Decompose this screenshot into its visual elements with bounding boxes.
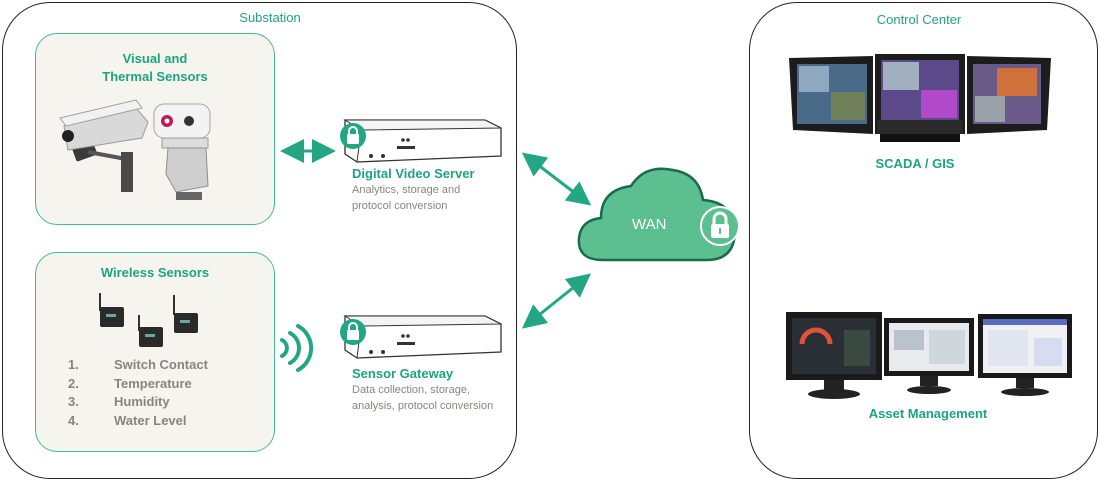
list-item: 1.Switch Contact: [68, 357, 208, 372]
scada-gis-label: SCADA / GIS: [875, 156, 955, 171]
lock-icon: [340, 319, 366, 345]
wireless-signal-icon: [280, 324, 314, 372]
sensor-gateway-description: Data collection, storage, analysis, prot…: [352, 384, 494, 412]
sensor-gateway-device: [343, 315, 502, 359]
list-item: 2.Temperature: [68, 375, 192, 391]
wireless-sensors-title: Wireless Sensors: [100, 265, 210, 280]
wireless-sensor-device-icon: [173, 295, 198, 333]
asset-management-monitors-icon: [786, 312, 1072, 399]
wireless-sensor-devices-illustration: [99, 293, 198, 347]
lock-icon: [340, 123, 366, 149]
wireless-sensor-list: 1.Switch Contact 2.Temperature 3.Humidit…: [68, 357, 208, 431]
visual-thermal-sensors-card: Visual and Thermal Sensors: [35, 33, 275, 225]
wireless-sensors-card: Wireless Sensors 1.Switch Contact 2.Temp…: [35, 252, 275, 452]
visual-thermal-title-line1: Visual and: [122, 51, 188, 66]
list-item: 4.Water Level: [68, 412, 187, 428]
control-center-title: Control Center: [876, 12, 962, 27]
scada-monitors-icon: [789, 54, 1051, 142]
wireless-sensor-device-icon: [138, 315, 163, 347]
list-item: 3.Humidity: [68, 394, 170, 409]
ptz-thermal-camera-icon: [153, 103, 211, 200]
sensor-gateway-title: Sensor Gateway: [352, 366, 454, 381]
substation-title: Substation: [239, 10, 301, 25]
visual-thermal-sensors-title: Visual and Thermal Sensors: [36, 50, 274, 86]
arrow-gateway-to-wan: [521, 273, 592, 329]
wan-lock-icon: [700, 206, 740, 246]
wan-label: WAN: [632, 216, 667, 233]
asset-management-label: Asset Management: [868, 406, 988, 421]
digital-video-server-description: Analytics, storage and protocol conversi…: [352, 184, 461, 212]
digital-video-server-title: Digital Video Server: [352, 166, 475, 181]
digital-video-server-device: [343, 119, 502, 163]
wireless-sensor-device-icon: [99, 293, 124, 327]
box-camera-icon: [59, 99, 149, 192]
cameras-illustration: [59, 99, 211, 200]
visual-thermal-title-line2: Thermal Sensors: [102, 69, 208, 84]
